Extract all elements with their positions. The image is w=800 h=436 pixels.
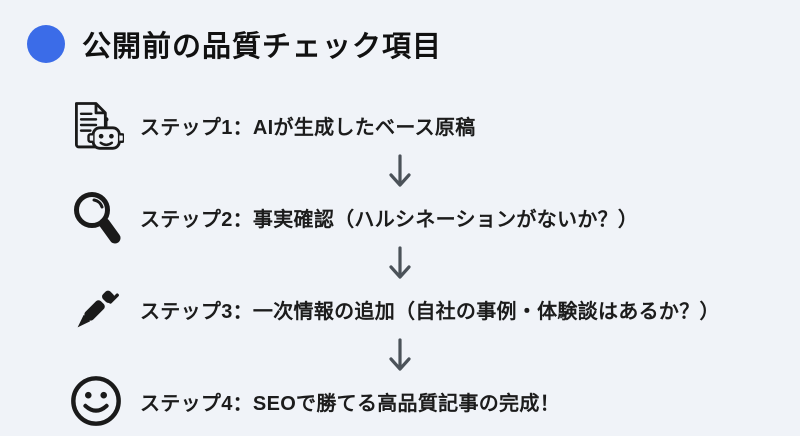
magnifier-icon bbox=[66, 188, 126, 246]
page-title: 公開前の品質チェック項目 bbox=[82, 31, 443, 63]
step-3-label: ステップ3：一次情報の追加（自社の事例・体験談はあるか？） bbox=[140, 300, 720, 323]
step-row-3: ステップ3：一次情報の追加（自社の事例・体験談はあるか？） bbox=[66, 280, 800, 338]
down-arrow-icon bbox=[0, 338, 800, 372]
down-arrow-icon bbox=[0, 246, 800, 280]
step-2-label: ステップ2：事実確認（ハルシネーションがないか？） bbox=[140, 208, 639, 231]
smiley-icon bbox=[66, 372, 126, 430]
pen-icon bbox=[66, 280, 126, 338]
step-4-label: ステップ4：SEOで勝てる高品質記事の完成！ bbox=[140, 392, 560, 415]
ai-document-robot-icon bbox=[66, 96, 126, 154]
page-title-row: 公開前の品質チェック項目 bbox=[0, 0, 800, 64]
step-row-4: ステップ4：SEOで勝てる高品質記事の完成！ bbox=[66, 372, 800, 430]
step-1-label: ステップ1：AIが生成したベース原稿 bbox=[140, 116, 476, 139]
blue-dot-bullet-icon bbox=[27, 25, 65, 63]
step-row-1: ステップ1：AIが生成したベース原稿 bbox=[66, 96, 800, 154]
step-row-2: ステップ2：事実確認（ハルシネーションがないか？） bbox=[66, 188, 800, 246]
steps-flow: ステップ1：AIが生成したベース原稿 ステップ2：事実確認（ハルシネーションがな… bbox=[0, 64, 800, 430]
down-arrow-icon bbox=[0, 154, 800, 188]
